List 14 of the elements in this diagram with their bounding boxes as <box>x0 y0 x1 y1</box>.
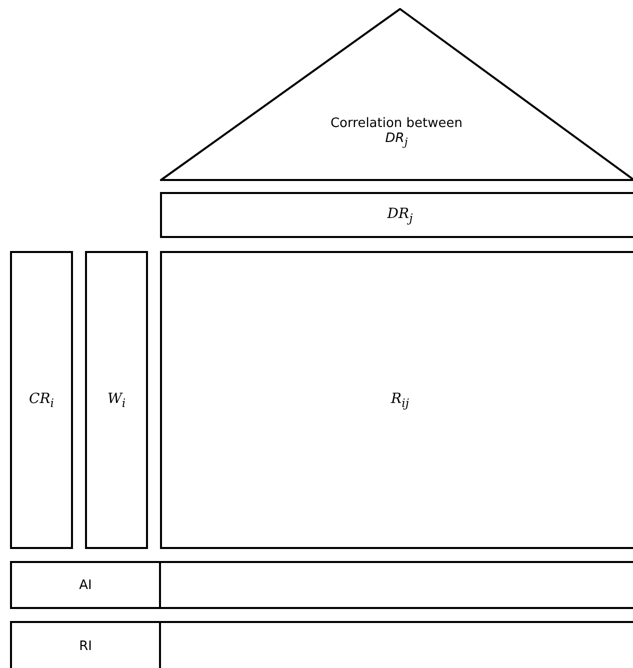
row-box <box>159 561 633 609</box>
column-box <box>85 251 148 549</box>
math-label: W$_{i}$ <box>107 390 126 410</box>
math-label: CR$_{i}$ <box>29 390 54 410</box>
row-box <box>10 621 161 668</box>
matrix-box <box>160 251 633 549</box>
row-label: RI <box>79 638 92 654</box>
math-label: DR$_{j}$ <box>387 206 413 224</box>
column-box <box>10 251 73 549</box>
row-box <box>10 561 161 609</box>
row-label: AI <box>79 578 92 592</box>
header-box <box>160 192 633 238</box>
math-label: R$_{ij}$ <box>391 390 409 410</box>
roof-label: Correlation between DR$_{j}$ <box>329 116 464 149</box>
